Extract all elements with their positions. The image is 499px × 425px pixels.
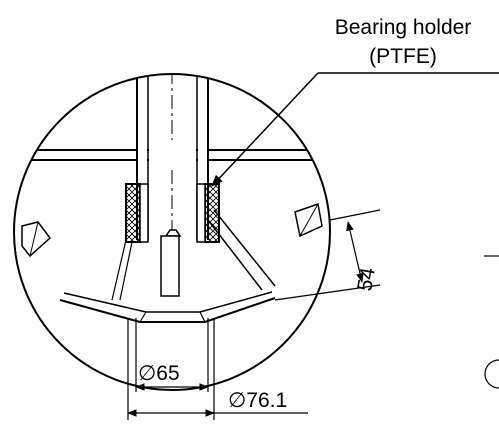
callout-leader [211,72,499,187]
bearing-holder-left [125,183,141,243]
side-block-left [21,221,52,258]
diameter-65-label: ∅65 [138,362,180,385]
pin-body [160,235,180,297]
strut-right-a [207,219,263,291]
right-edge-fragments [484,255,499,389]
strut-left-a [111,239,127,301]
pin-tip [164,229,182,237]
dimension-54 [274,209,381,301]
strut-right-b [213,209,276,287]
strut-left-b [119,241,133,301]
callout-line-1: Bearing holder [335,16,472,39]
dish-inner [63,291,273,313]
dish-outer [59,297,276,323]
detail-contents [14,74,330,323]
bearing-ring-right [196,183,206,243]
diameter-76-label: ∅76.1 [228,389,287,412]
bearing-ring-left [139,183,149,243]
diameter-dimensions [127,318,308,420]
dimension-54-value: 54 [353,266,380,293]
callout-line-2: (PTFE) [369,45,437,68]
